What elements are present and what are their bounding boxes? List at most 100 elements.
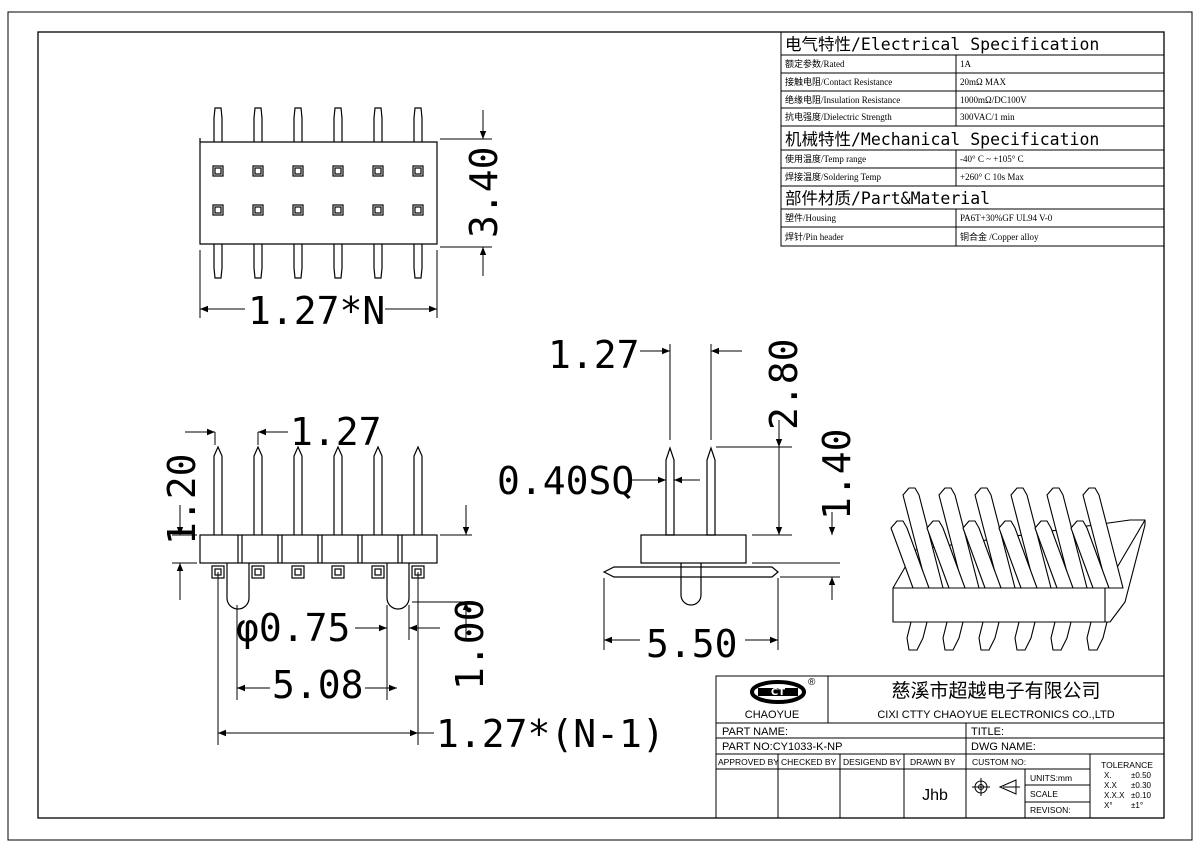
top-pin xyxy=(373,244,383,279)
front-view xyxy=(199,445,438,610)
top-pin-square xyxy=(294,206,302,214)
iso-front-pin xyxy=(962,520,1002,589)
spec-row-label: 焊针/Pin header xyxy=(785,231,844,242)
tolerance-value: ±0.10 xyxy=(1131,791,1152,800)
tolerance-key: X.X.X xyxy=(1104,791,1125,800)
spec-row-value: 1A xyxy=(960,59,972,69)
spec-row-label: 焊接温度/Soldering Temp xyxy=(785,171,881,182)
top-pin xyxy=(253,244,263,279)
dim-side-top-height: 2.80 xyxy=(762,338,806,430)
iso-bottom-pin xyxy=(978,621,1000,651)
drawn-by-label: DRAWN BY xyxy=(910,757,956,767)
dim-side-body-height: 1.40 xyxy=(815,428,859,520)
specification-table xyxy=(780,31,1165,247)
front-pin xyxy=(373,445,383,535)
iso-bottom-pin xyxy=(1086,621,1108,651)
spec-row-value: 1000mΩ/DC100V xyxy=(960,95,1027,105)
title-label: TITLE: xyxy=(971,726,1004,738)
dim-top-height: 3.40 xyxy=(462,146,506,238)
iso-front-pin xyxy=(1070,520,1110,589)
spec-row-label: 使用温度/Temp range xyxy=(785,153,866,164)
part-name-label: PART NAME: xyxy=(722,726,788,738)
front-pin-foot xyxy=(291,565,305,579)
designed-by-label: DESIGEND BY xyxy=(843,757,901,767)
top-pin-square xyxy=(374,167,382,175)
tolerance-value: ±1° xyxy=(1131,801,1143,810)
dim-front-peg-height: 1.00 xyxy=(448,598,492,690)
iso-front-pin xyxy=(998,520,1038,589)
iso-front-pin xyxy=(1034,520,1074,589)
dim-front-total: 1.27*(N-1) xyxy=(436,712,665,756)
spec-row-label: 塑件/Housing xyxy=(785,212,837,223)
dim-top-width: 1.27*N xyxy=(248,289,385,333)
front-pin xyxy=(293,445,303,535)
inner-frame xyxy=(37,31,1165,819)
front-pin-foot xyxy=(334,568,342,576)
revison-label: REVISON: xyxy=(1030,805,1071,815)
tolerance-value: ±0.30 xyxy=(1131,781,1152,790)
top-view xyxy=(199,107,438,279)
top-pin-square xyxy=(332,204,344,216)
tolerance-key: X. xyxy=(1104,771,1112,780)
svg-text:CT: CT xyxy=(771,687,785,698)
top-pin-square xyxy=(374,206,382,214)
spec-row-value: 20mΩ MAX xyxy=(960,77,1006,87)
company-name-en: CIXI CTTY CHAOYUE ELECTRONICS CO.,LTD xyxy=(877,709,1114,721)
top-pin-square xyxy=(372,165,384,177)
front-pin-foot xyxy=(254,568,262,576)
iso-bottom-pin xyxy=(906,621,928,651)
top-pin-square xyxy=(414,167,422,175)
scale-label: SCALE xyxy=(1030,789,1058,799)
front-pin xyxy=(413,445,423,535)
spec-row-value: 铜合金 /Copper alloy xyxy=(960,231,1039,242)
front-pin xyxy=(333,445,343,535)
top-pin-square xyxy=(332,165,344,177)
top-pin-square xyxy=(292,204,304,216)
material-title: 部件材质/Part&Material xyxy=(785,189,990,208)
front-pin-foot xyxy=(331,565,345,579)
dwg-name-label: DWG NAME: xyxy=(971,741,1036,753)
spec-row-label: 额定参数/Rated xyxy=(785,58,845,69)
title-block xyxy=(715,675,1165,819)
front-pin-foot xyxy=(371,565,385,579)
top-pin-square xyxy=(294,167,302,175)
spec-row-value: PA6T+30%GF UL94 V-0 xyxy=(960,213,1053,223)
front-pin-foot xyxy=(251,565,265,579)
top-pin-square xyxy=(412,204,424,216)
mechanical-title: 机械特性/Mechanical Specification xyxy=(785,130,1099,149)
dim-front-peg-span: 5.08 xyxy=(272,663,364,707)
spec-row-value: 300VAC/1 min xyxy=(960,112,1015,122)
dim-front-diameter: φ0.75 xyxy=(236,606,350,650)
front-pin xyxy=(253,445,263,535)
custom-no-label: CUSTOM NO: xyxy=(972,757,1026,767)
dim-front-pin-top: 1.20 xyxy=(160,453,204,545)
top-pin-square xyxy=(334,206,342,214)
tolerance-title: TOLERANCE xyxy=(1101,760,1153,770)
top-pin-square xyxy=(412,165,424,177)
logo-text: CHAOYUE xyxy=(745,709,799,721)
side-view xyxy=(602,446,779,606)
iso-bottom-pin xyxy=(1050,621,1072,651)
iso-bottom-pin xyxy=(942,621,964,651)
top-pin-square xyxy=(414,206,422,214)
top-pin xyxy=(253,107,263,142)
isometric-view xyxy=(890,487,1146,651)
spec-row-value: +260° C 10s Max xyxy=(960,172,1024,182)
top-pin-square xyxy=(252,204,264,216)
spec-row-label: 抗电强度/Dielectric Strength xyxy=(785,111,892,122)
dim-front-pitch: 1.27 xyxy=(290,410,382,454)
checked-by-label: CHECKED BY xyxy=(781,757,837,767)
top-pin-square xyxy=(254,167,262,175)
outer-frame xyxy=(7,11,1193,841)
top-pin xyxy=(213,244,223,279)
iso-bottom-pin xyxy=(1014,621,1036,651)
top-pin-square xyxy=(372,204,384,216)
top-view-dimensions xyxy=(199,110,492,318)
dim-side-width: 5.50 xyxy=(646,622,738,666)
electrical-title: 电气特性/Electrical Specification xyxy=(785,35,1099,54)
top-pin-square xyxy=(212,165,224,177)
spec-row-label: 绝缘电阻/Insulation Resistance xyxy=(785,94,900,105)
top-pin xyxy=(333,107,343,142)
top-pin xyxy=(373,107,383,142)
part-number: PART NO:CY1033-K-NP xyxy=(722,741,842,753)
